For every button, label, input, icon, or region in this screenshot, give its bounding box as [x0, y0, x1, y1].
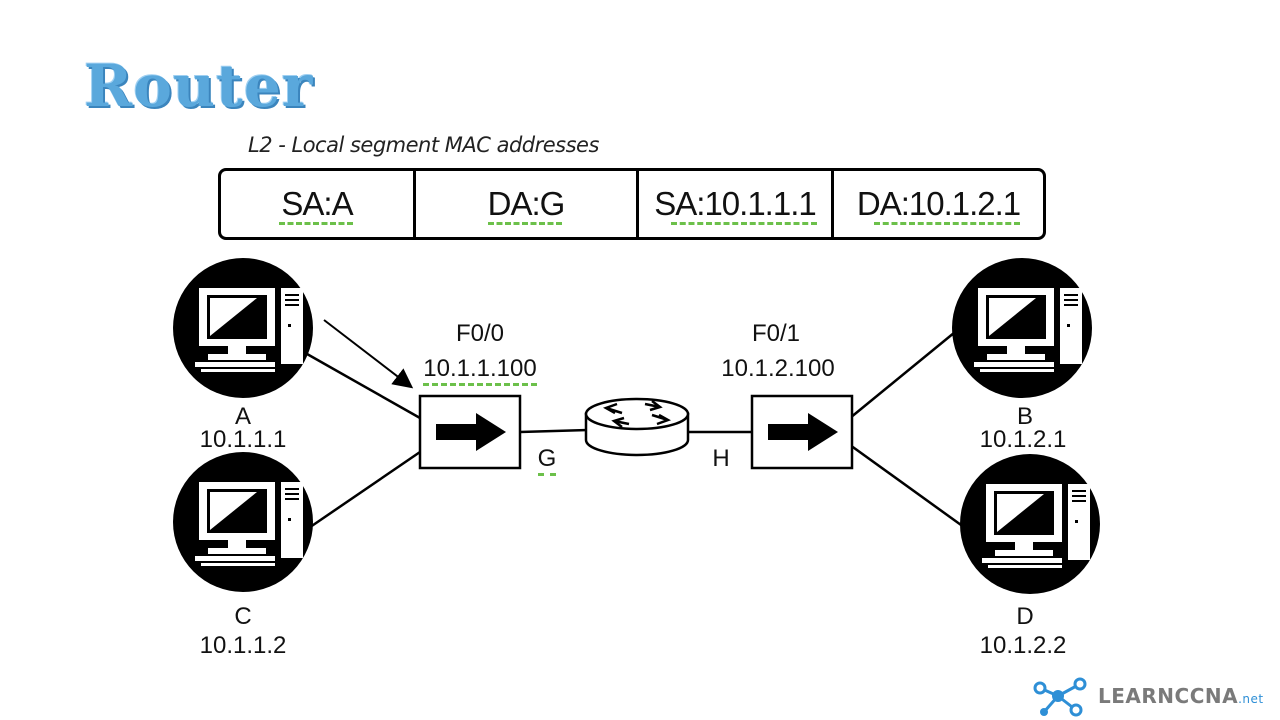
host-a-ip: 10.1.1.1	[199, 426, 287, 453]
host-b-name: B	[1016, 403, 1033, 430]
green-underline	[488, 222, 562, 225]
frame-field-text: DA:10.1.2.1	[856, 185, 1021, 222]
frame-field-dst-mac: DA:G	[413, 171, 636, 237]
host-c-name: C	[234, 603, 252, 630]
interface-f00-ip: 10.1.1.100	[418, 355, 542, 386]
frame-field-src-mac: SA:A	[221, 171, 413, 237]
frame-header: SA:A DA:G SA:10.1.1.1 DA:10.1.2.1	[218, 168, 1046, 240]
computer-a-icon	[173, 258, 313, 398]
molecule-logo-icon	[1033, 677, 1087, 717]
page-title: Router	[84, 52, 314, 120]
link-switch-b	[849, 327, 961, 419]
host-d-ip: 10.1.2.2	[979, 632, 1067, 659]
computer-d-icon	[960, 454, 1100, 594]
frame-field-text: SA:10.1.1.1	[654, 185, 816, 222]
interface-f01-mac: H	[712, 445, 730, 472]
computer-c-icon	[173, 452, 313, 592]
router-icon	[584, 397, 690, 457]
frame-subtitle: L2 - Local segment MAC addresses	[248, 133, 599, 157]
interface-f01-ip: 10.1.2.100	[721, 355, 835, 382]
host-d-name: D	[1016, 603, 1034, 630]
frame-field-dst-ip: DA:10.1.2.1	[831, 171, 1043, 237]
interface-f00-mac: G	[532, 445, 562, 476]
green-underline	[671, 222, 817, 225]
learnccna-logo: LEARNCCNA.net	[1028, 674, 1264, 718]
computer-b-icon	[952, 258, 1092, 398]
packet-direction-arrow	[323, 319, 414, 389]
switch-right-icon	[750, 394, 854, 470]
host-b-ip: 10.1.2.1	[979, 426, 1067, 453]
interface-f01-name: F0/1	[751, 320, 801, 347]
host-a-name: A	[234, 403, 251, 430]
switch-left-icon	[418, 394, 522, 470]
logo-text: LEARNCCNA.net	[1098, 684, 1264, 708]
link-switch-router	[519, 428, 589, 434]
green-underline	[279, 222, 353, 225]
link-c-switch	[299, 450, 421, 536]
frame-field-text: DA:G	[487, 185, 566, 222]
interface-f00-name: F0/0	[455, 320, 505, 347]
link-switch-d	[849, 443, 969, 532]
green-underline	[874, 222, 1020, 225]
frame-field-text: SA:A	[281, 185, 353, 222]
host-c-ip: 10.1.1.2	[199, 632, 287, 659]
frame-field-src-ip: SA:10.1.1.1	[636, 171, 831, 237]
link-a-switch	[299, 348, 421, 420]
